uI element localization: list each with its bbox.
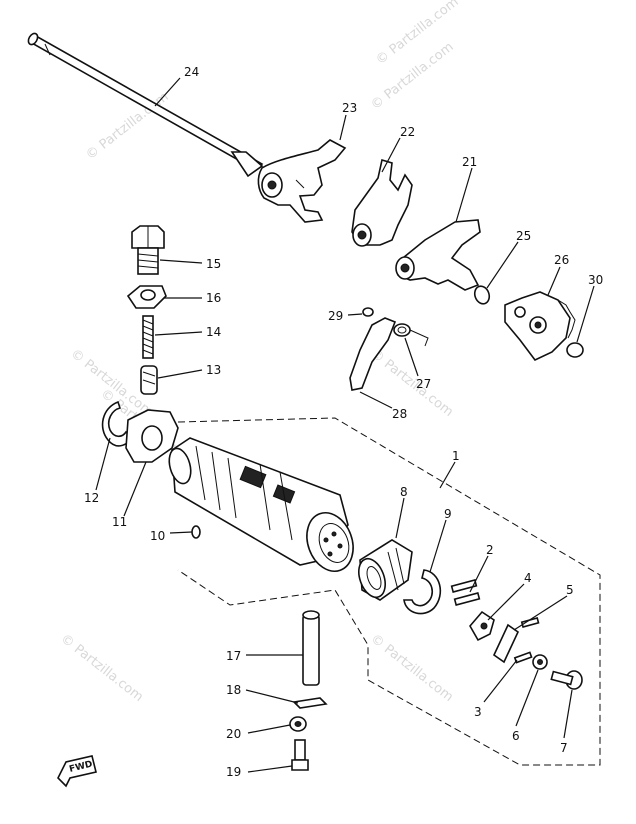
callout-2: 2: [486, 543, 494, 557]
watermark: © Partzilla.com: [83, 90, 171, 164]
segment-26: [504, 291, 576, 362]
leader-lines: [95, 77, 595, 773]
callout-6: 6: [512, 729, 520, 743]
callout-14: 14: [206, 325, 221, 339]
callout-25: 25: [516, 229, 531, 243]
bolt-15: [131, 225, 165, 275]
callout-3: 3: [474, 705, 482, 719]
ring-29: [362, 307, 374, 317]
assembly-boundary: [177, 417, 601, 766]
plate-5: [492, 623, 520, 664]
callout-30: 30: [588, 273, 603, 287]
callout-18: 18: [226, 683, 241, 697]
callout-8: 8: [400, 485, 408, 499]
callout-10: 10: [150, 529, 165, 543]
spring-14: [142, 315, 154, 359]
spring-27: [393, 323, 429, 347]
bearing-8: [358, 539, 413, 601]
callout-17: 17: [226, 649, 241, 663]
callout-5: 5: [566, 583, 574, 597]
shift-fork-21: [395, 219, 481, 291]
callout-22: 22: [400, 125, 415, 139]
callout-28: 28: [392, 407, 407, 421]
callout-20: 20: [226, 727, 241, 741]
shaft-17: [302, 610, 320, 686]
callout-7: 7: [560, 741, 568, 755]
shift-fork-22: [351, 158, 413, 247]
plate-11: [125, 409, 179, 463]
callout-27: 27: [416, 377, 431, 391]
bolt-7: [550, 670, 583, 690]
circlip-9: [403, 569, 442, 615]
callout-29: 29: [328, 309, 343, 323]
washer-25: [473, 285, 491, 305]
callout-15: 15: [206, 257, 221, 271]
callout-1: 1: [452, 449, 460, 463]
callout-13: 13: [206, 363, 221, 377]
callout-19: 19: [226, 765, 241, 779]
shift-drum: [168, 437, 354, 572]
callout-9: 9: [444, 507, 452, 521]
callout-11: 11: [112, 515, 127, 529]
callout-21: 21: [462, 155, 477, 169]
pin-3: [513, 651, 533, 664]
pins-2: [450, 579, 481, 606]
washer-6: [532, 654, 548, 670]
circlip-12: [101, 400, 134, 447]
watermark-layer: © Partzilla.com © Partzilla.com © Partzi…: [58, 0, 462, 705]
callout-23: 23: [342, 101, 357, 115]
stopper-13: [140, 365, 158, 395]
watermark: © Partzilla.com: [373, 0, 461, 68]
plate-16: [126, 285, 167, 309]
callout-12: 12: [84, 491, 99, 505]
callout-24: 24: [184, 65, 199, 79]
forward-arrow-icon: FWD: [57, 755, 97, 788]
plate-18: [292, 697, 328, 709]
circlip-30: [566, 342, 584, 358]
pin-10: [191, 525, 201, 539]
shift-shaft: [27, 32, 264, 178]
bolt-19: [291, 739, 309, 771]
plate-4: [469, 610, 495, 642]
lever-28: [349, 317, 397, 391]
shift-fork-23: [257, 139, 347, 223]
callout-26: 26: [554, 253, 569, 267]
callout-labels: 24 23 22 21 25 26 30 29 27 28 15 16 14 1…: [84, 65, 603, 779]
watermark: © Partzilla.com: [368, 631, 456, 705]
washer-20: [289, 716, 307, 732]
watermark: © Partzilla.com: [58, 631, 146, 705]
callout-4: 4: [524, 571, 532, 585]
callout-16: 16: [206, 291, 221, 305]
